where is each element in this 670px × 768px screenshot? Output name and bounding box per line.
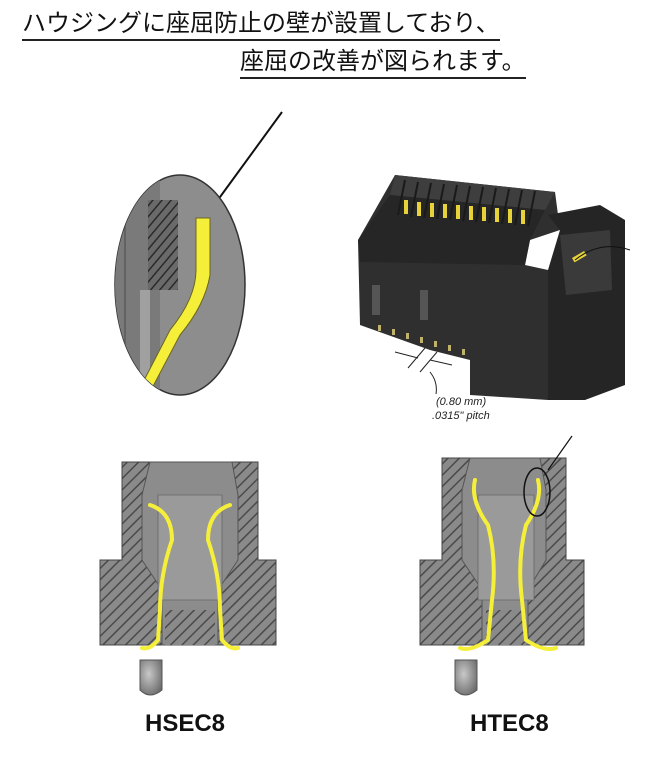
pitch-inch-label: .0315" pitch — [432, 410, 490, 422]
connector-3d — [358, 175, 631, 400]
zoom-oval — [114, 174, 246, 396]
caption-line-2: 座屈の改善が図られます。 — [240, 46, 526, 79]
caption-line-1: ハウジングに座屈防止の壁が設置しており、 — [22, 8, 500, 41]
htec8-cross-section — [419, 435, 585, 696]
pitch-mm-label: (0.80 mm) — [436, 396, 487, 408]
pitch-dimension — [394, 347, 453, 395]
hsec8-label: HSEC8 — [145, 710, 226, 737]
htec8-label: HTEC8 — [470, 710, 549, 737]
hsec8-cross-section — [99, 461, 277, 696]
